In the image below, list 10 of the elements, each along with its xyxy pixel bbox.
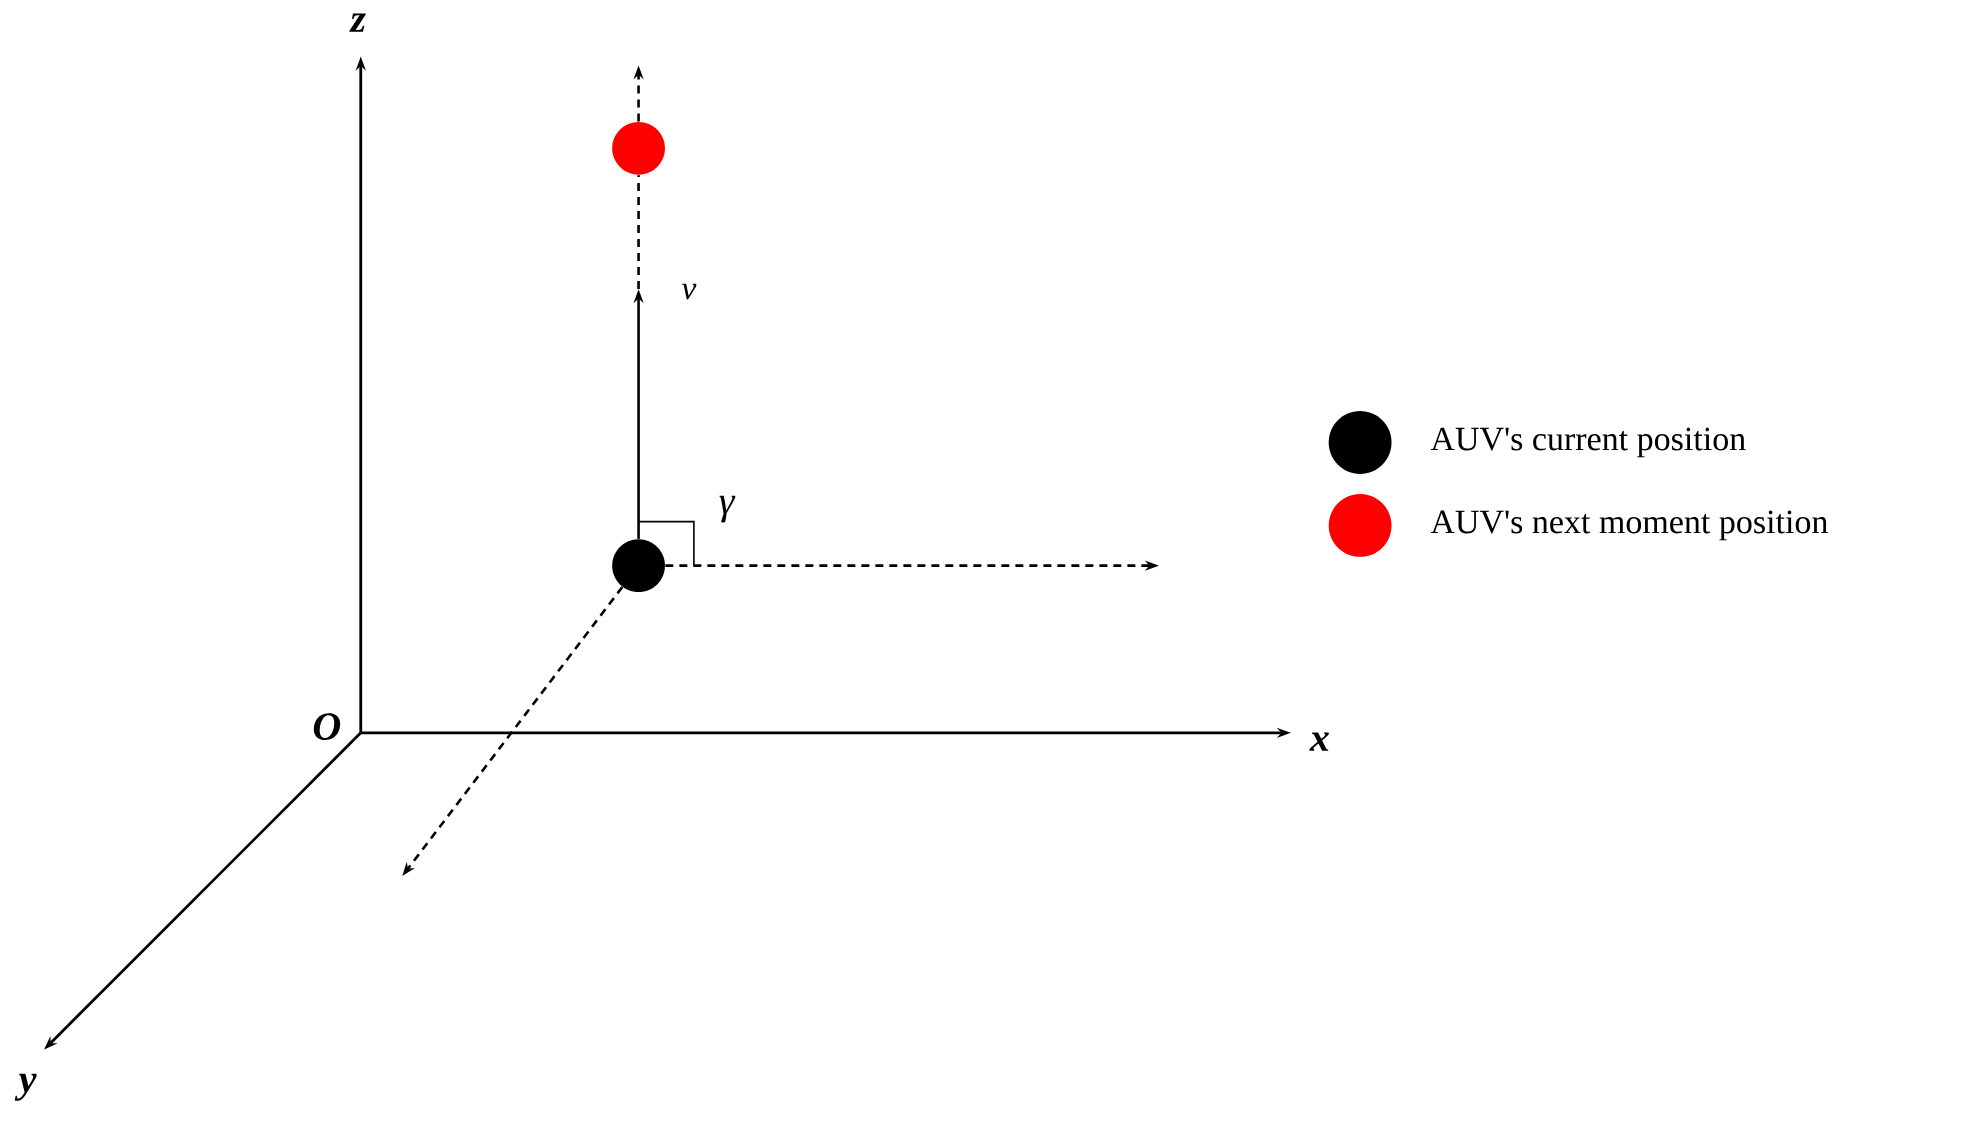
axis-label: O — [313, 713, 341, 740]
axis-label: y — [14, 1073, 37, 1101]
legend-text: AUV's next moment position — [1430, 510, 1828, 541]
axis-label: γ — [719, 495, 736, 523]
legend-text: AUV's current position — [1430, 427, 1746, 458]
axis-label: x — [1309, 732, 1329, 751]
position-dot — [612, 121, 665, 175]
edge-label: v — [681, 283, 697, 300]
axis-label: z — [349, 13, 366, 32]
position-dot — [612, 539, 665, 592]
